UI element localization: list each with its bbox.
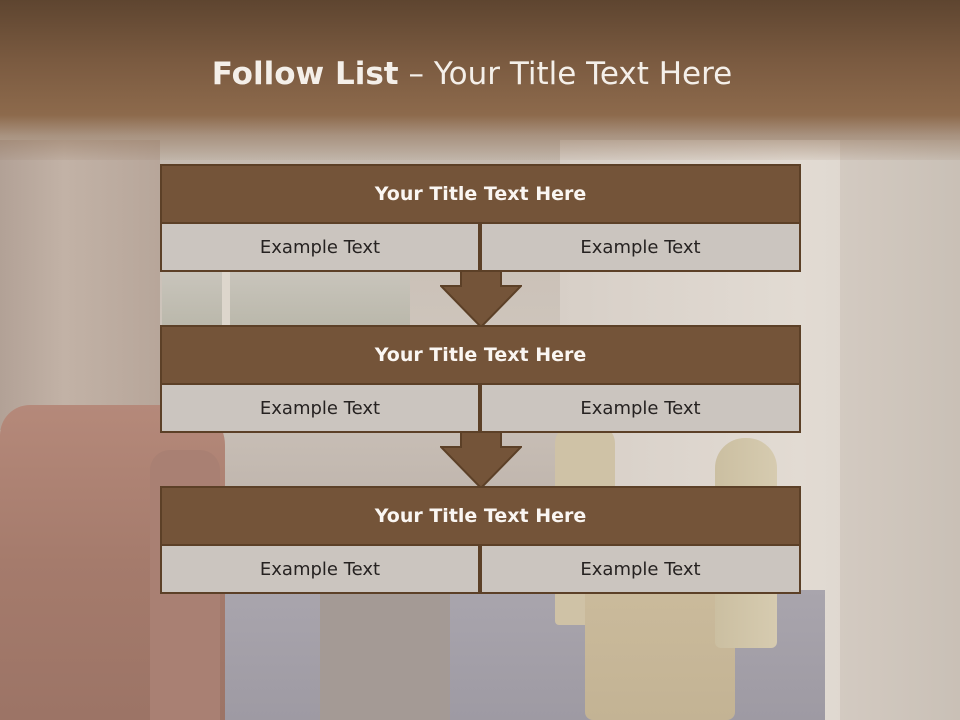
page-title-rest: – Your Title Text Here <box>398 56 733 92</box>
header-band <box>0 0 960 160</box>
block-cell-left: Example Text <box>160 383 480 433</box>
block-title: Your Title Text Here <box>160 486 801 546</box>
block-cell-left: Example Text <box>160 544 480 594</box>
block-title: Your Title Text Here <box>160 164 801 224</box>
block-cell-left: Example Text <box>160 222 480 272</box>
block-title: Your Title Text Here <box>160 325 801 385</box>
page-title-bold: Follow List <box>211 56 399 92</box>
block-cell-right: Example Text <box>480 544 801 594</box>
page-title: Follow List – Your Title Text Here <box>0 56 944 92</box>
background-wall-edge <box>840 140 960 720</box>
background-curtain-left <box>0 140 160 430</box>
block-cell-right: Example Text <box>480 383 801 433</box>
block-cell-right: Example Text <box>480 222 801 272</box>
down-arrow-icon <box>440 431 522 489</box>
background-table <box>320 590 450 720</box>
down-arrow-icon <box>440 270 522 328</box>
